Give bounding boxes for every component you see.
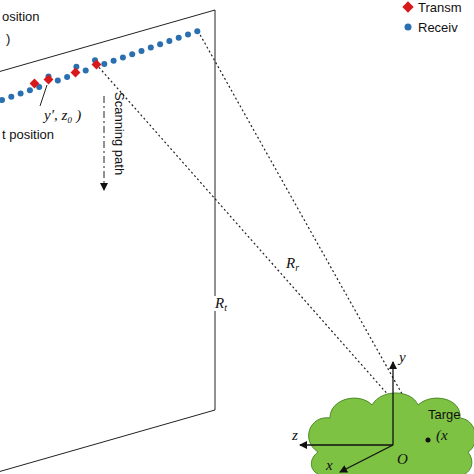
origin-label: O [397, 452, 408, 467]
legend-text: Transm [418, 1, 462, 14]
range-line [96, 64, 428, 440]
receiver-dots [0, 28, 200, 103]
axes [300, 362, 393, 472]
axis-label: x [326, 458, 333, 473]
range-label: Rt [214, 296, 228, 311]
position-label: ) [6, 32, 10, 45]
scan-path-label: Scanning path [113, 92, 126, 175]
target-point [426, 438, 431, 443]
leader-line [40, 85, 47, 106]
target-label: Targe [428, 408, 461, 421]
target-cloud [309, 393, 474, 474]
legend-sample [405, 24, 412, 31]
scan-path-arrow [104, 96, 105, 190]
legend-text: Receiv [418, 21, 458, 34]
position-label: t position [2, 128, 54, 141]
axis-label: z [292, 428, 298, 443]
legend-sample [402, 1, 413, 12]
transmitter-markers [30, 60, 102, 89]
axis-label: y [399, 350, 406, 365]
coordinate-label: (x [436, 428, 448, 443]
coordinate-label: y′, z₀ ) [44, 108, 81, 123]
scan-plane [0, 10, 215, 472]
position-label: osition [2, 10, 40, 23]
range-label: Rr [285, 256, 300, 271]
